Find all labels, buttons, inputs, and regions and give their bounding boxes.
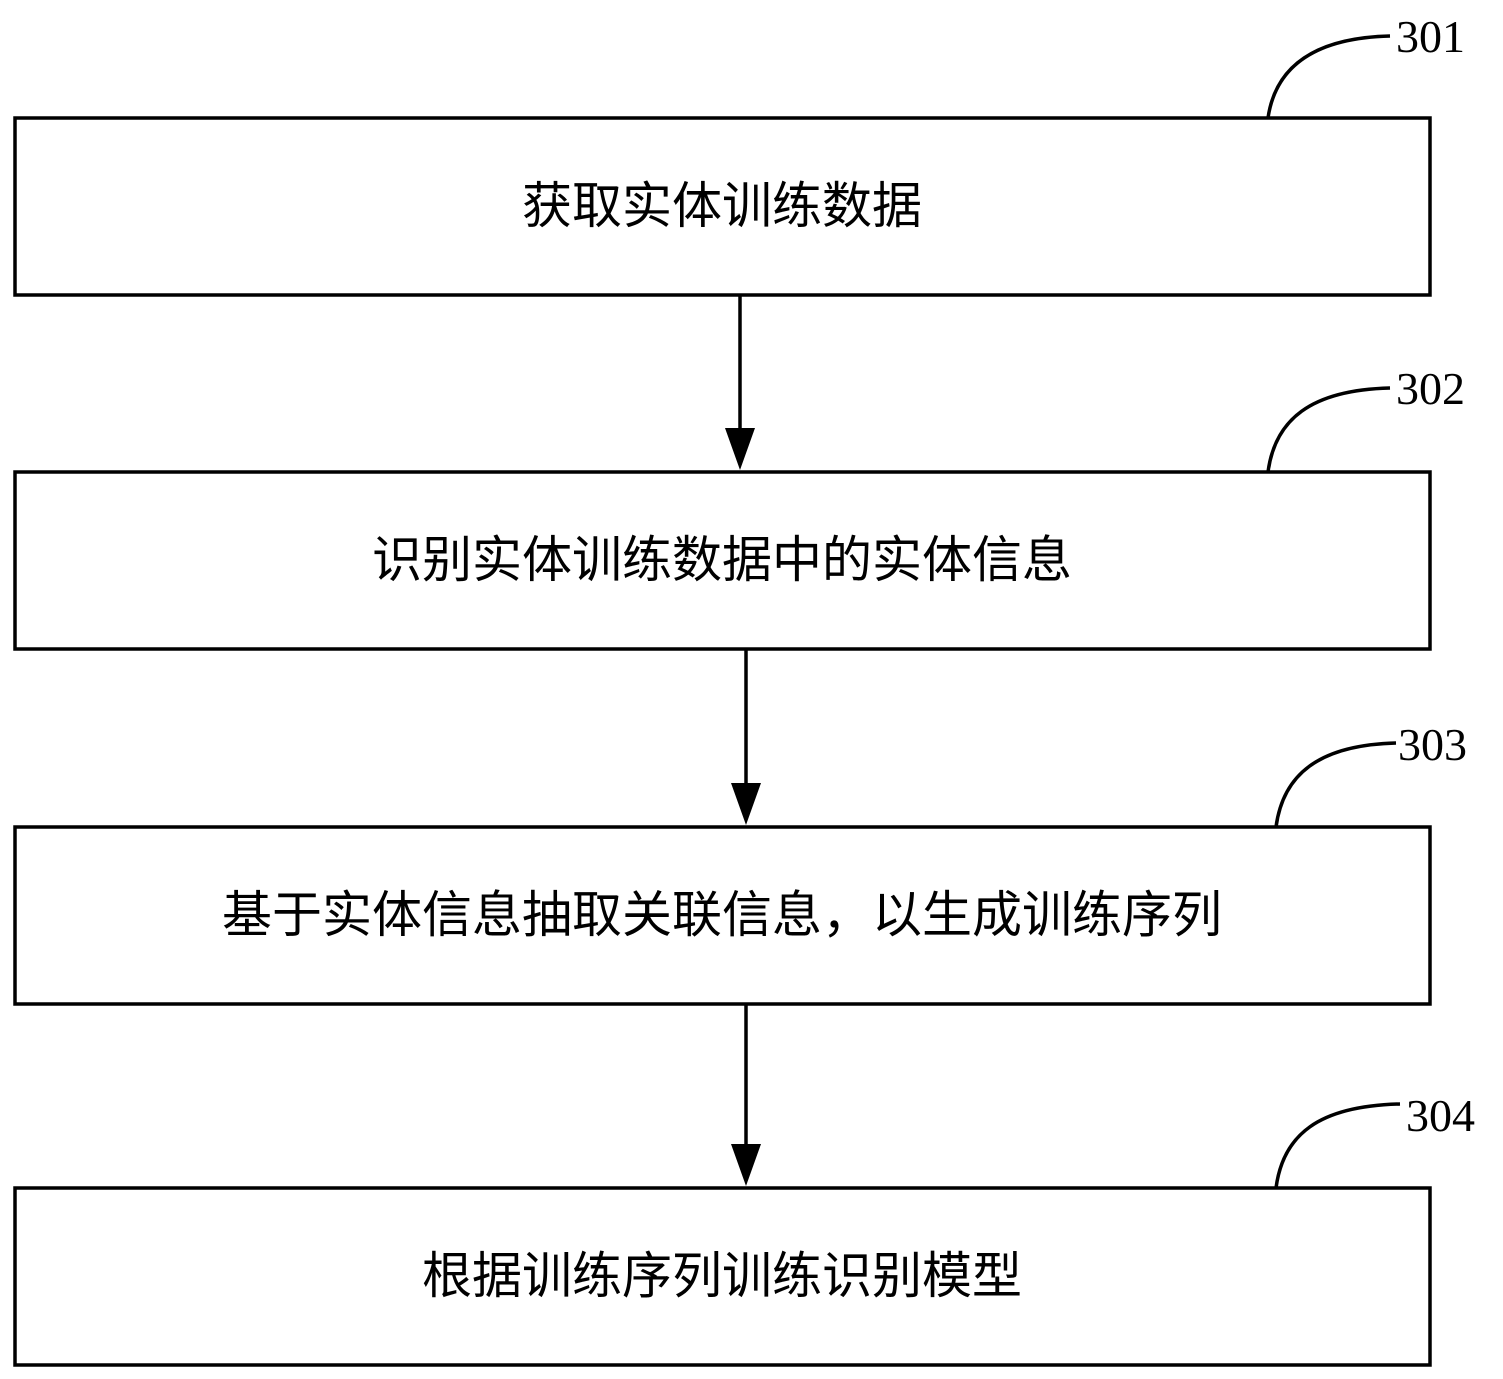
reference-number: 303 [1398, 719, 1467, 770]
reference-leader [1274, 741, 1397, 828]
step-box [13, 116, 1432, 297]
step-label: 根据训练序列训练识别模型 [422, 1247, 1022, 1305]
step-box [13, 825, 1432, 1006]
step-304: 根据训练序列训练识别模型 304 [13, 1090, 1475, 1367]
reference-number: 301 [1396, 11, 1465, 62]
step-303: 基于实体信息抽取关联信息，以生成训练序列 303 [13, 719, 1467, 1006]
step-label: 获取实体训练数据 [522, 177, 922, 235]
step-label: 基于实体信息抽取关联信息，以生成训练序列 [222, 886, 1222, 944]
step-302: 识别实体训练数据中的实体信息 302 [13, 363, 1465, 651]
step-301: 获取实体训练数据 301 [13, 11, 1465, 297]
reference-leader [1266, 34, 1391, 119]
arrowhead-icon [731, 1144, 761, 1186]
connector-301-302 [725, 295, 755, 470]
connector-302-303 [731, 649, 761, 825]
step-box [13, 1186, 1432, 1367]
reference-number: 304 [1406, 1090, 1475, 1141]
step-label: 识别实体训练数据中的实体信息 [372, 531, 1072, 589]
arrowhead-icon [731, 783, 761, 825]
connector-303-304 [731, 1004, 761, 1186]
reference-leader [1274, 1102, 1401, 1189]
arrowhead-icon [725, 428, 755, 470]
reference-leader [1266, 386, 1391, 473]
reference-number: 302 [1396, 363, 1465, 414]
step-box [13, 470, 1432, 651]
